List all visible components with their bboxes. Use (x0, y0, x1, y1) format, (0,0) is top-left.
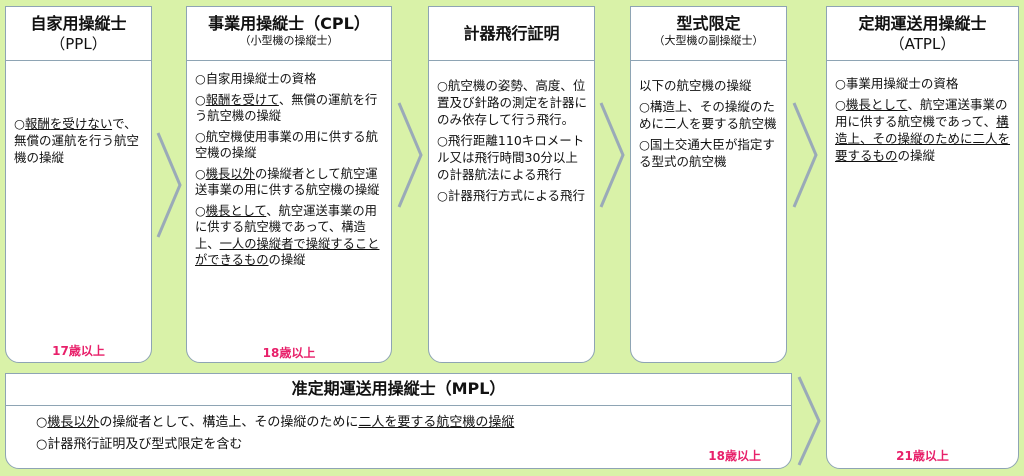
ppl-subtitle: （PPL） (50, 35, 107, 53)
item-underlined-text: 機長以外 (205, 166, 255, 181)
item-underlined-text: 報酬を受けない (24, 116, 113, 131)
ppl-header: 自家用操縦士 （PPL） (6, 7, 151, 61)
cpl-body: ○自家用操縦士の資格○報酬を受けて、無償の運航を行う航空機の操縦○航空機使用事業… (187, 71, 391, 273)
item-text: ○ (835, 97, 846, 112)
cpl-card: 事業用操縦士（CPL） （小型機の操縦士） ○自家用操縦士の資格○報酬を受けて、… (186, 6, 392, 363)
item-text: の操縦者として、構造上、その操縦のために (99, 415, 359, 430)
atpl-title: 定期運送用操縦士 (858, 14, 987, 33)
arrow-type-to-atpl (791, 100, 819, 210)
item-text: ○構造上、その操縦のために二人を要する航空機 (639, 99, 777, 131)
list-item: ○報酬を受けて、無償の運航を行う航空機の操縦 (195, 92, 385, 125)
mpl-age: 18歳以上 (708, 449, 761, 463)
arrow-mpl-to-atpl (796, 374, 822, 468)
item-text: ○ (195, 92, 206, 107)
item-text: ○航空機の姿勢、高度、位置及び針路の測定を計器にのみ依存して行う飛行。 (437, 78, 588, 127)
list-item: ○機長として、航空運送事業の用に供する航空機であって、構造上、一人の操縦者で操縦… (195, 203, 385, 269)
list-item: ○機長以外の操縦者として航空運送事業の用に供する航空機の操縦 (195, 166, 385, 199)
list-item: ○構造上、その操縦のために二人を要する航空機 (639, 98, 780, 132)
atpl-header: 定期運送用操縦士 （ATPL） (827, 7, 1018, 61)
item-text: ○飛行距離110キロメートル又は飛行時間30分以上の計器航法による飛行 (437, 133, 585, 182)
item-text: 、航空運送事業の用に供する航空機であって、構造上、 (195, 203, 377, 251)
item-underlined-text: 構造上、その操縦のために二人を要するもの (835, 114, 1011, 163)
list-item: ○報酬を受けないで、無償の運航を行う航空機の操縦 (14, 115, 145, 166)
item-text: ○ (195, 166, 206, 181)
item-underlined-text: 機長として (845, 97, 908, 112)
type-rating-title: 型式限定 (676, 14, 741, 33)
list-item: ○航空機使用事業の用に供する航空機の操縦 (195, 129, 385, 162)
cpl-title: 事業用操縦士（CPL） (208, 14, 370, 33)
type-rating-header: 型式限定 （大型機の副操縦士） (631, 7, 786, 61)
item-text: ○ (36, 415, 48, 430)
item-text: ○ (195, 203, 206, 218)
instrument-card: 計器飛行証明 ○航空機の姿勢、高度、位置及び針路の測定を計器にのみ依存して行う飛… (428, 6, 595, 363)
mpl-title: 准定期運送用操縦士（MPL） (291, 379, 506, 398)
atpl-body: ○事業用操縦士の資格 ○機長として、航空運送事業の用に供する航空機であって、構造上… (827, 75, 1018, 168)
item-text: ○自家用操縦士の資格 (195, 72, 317, 86)
instrument-title: 計器飛行証明 (463, 24, 560, 43)
item-underlined-text: 機長以外 (47, 415, 100, 430)
list-item: ○事業用操縦士の資格 (835, 75, 1012, 92)
cpl-subtitle: （小型機の操縦士） (239, 34, 339, 47)
item-text: の操縦 (268, 253, 306, 267)
atpl-subtitle: （ATPL） (889, 35, 956, 53)
item-underlined-text: 二人を要する航空機の操縦 (358, 415, 515, 430)
ppl-age: 17歳以上 (52, 344, 105, 358)
item-text: ○事業用操縦士の資格 (835, 76, 959, 91)
mpl-card: 准定期運送用操縦士（MPL） ○機長以外の操縦者として、構造上、その操縦のために… (5, 373, 792, 469)
ppl-card: 自家用操縦士 （PPL） ○報酬を受けないで、無償の運航を行う航空機の操縦 17… (5, 6, 152, 363)
item-text: の操縦 (897, 148, 936, 163)
item-underlined-text: 一人の操縦者で操縦することができるもの (195, 236, 380, 268)
item-text: ○国土交通大臣が指定する型式の航空機 (639, 137, 775, 169)
item-underlined-text: 報酬を受けて (205, 92, 279, 107)
list-item: ○国土交通大臣が指定する型式の航空機 (639, 136, 780, 170)
type-rating-body: 以下の航空機の操縦 ○構造上、その操縦のために二人を要する航空機 ○国土交通大臣が指… (631, 77, 786, 174)
item-text: の操縦者として航空運送事業の用に供する航空機の操縦 (195, 166, 380, 198)
type-rating-subtitle: （大型機の副操縦士） (653, 34, 764, 47)
type-rating-card: 型式限定 （大型機の副操縦士） 以下の航空機の操縦 ○構造上、その操縦のために二人… (630, 6, 787, 363)
list-item: 以下の航空機の操縦 (639, 77, 780, 94)
arrow-instrument-to-type (598, 100, 626, 210)
mpl-body: ○機長以外の操縦者として、構造上、その操縦のために二人を要する航空機の操縦 ○計器… (6, 414, 791, 458)
item-underlined-text: 機長として (205, 203, 267, 218)
list-item: ○航空機の姿勢、高度、位置及び針路の測定を計器にのみ依存して行う飛行。 (437, 77, 588, 128)
item-text: ○計器飛行証明及び型式限定を含む (36, 437, 243, 452)
atpl-age: 21歳以上 (896, 449, 949, 463)
atpl-card: 定期運送用操縦士 （ATPL） ○事業用操縦士の資格 ○機長として、航空運送事業の… (826, 6, 1019, 469)
mpl-header: 准定期運送用操縦士（MPL） (6, 374, 791, 406)
arrow-ppl-to-cpl (155, 130, 183, 240)
item-text: 以下の航空機の操縦 (639, 78, 752, 93)
list-item: ○自家用操縦士の資格 (195, 71, 385, 88)
item-text: ○航空機使用事業の用に供する航空機の操縦 (195, 129, 378, 161)
cpl-age: 18歳以上 (262, 346, 316, 360)
ppl-body: ○報酬を受けないで、無償の運航を行う航空機の操縦 (6, 115, 151, 170)
list-item: ○計器飛行証明及び型式限定を含む (36, 436, 785, 454)
list-item: ○機長として、航空運送事業の用に供する航空機であって、構造上、その操縦のために二… (835, 96, 1012, 164)
item-text: で、無償の運航を行う航空機の操縦 (14, 116, 140, 165)
item-text: 、航空運送事業の用に供する航空機であって、 (835, 97, 1008, 129)
ppl-title: 自家用操縦士 (30, 14, 127, 33)
cpl-header: 事業用操縦士（CPL） （小型機の操縦士） (187, 7, 391, 61)
list-item: ○機長以外の操縦者として、構造上、その操縦のために二人を要する航空機の操縦 (36, 414, 785, 432)
item-text: ○ (14, 116, 25, 131)
arrow-cpl-to-instrument (396, 100, 424, 210)
instrument-body: ○航空機の姿勢、高度、位置及び針路の測定を計器にのみ依存して行う飛行。 ○飛行距離… (429, 77, 594, 208)
item-text: 、無償の運航を行う航空機の操縦 (195, 92, 378, 124)
list-item: ○計器飛行方式による飛行 (437, 187, 588, 204)
instrument-header: 計器飛行証明 (429, 7, 594, 61)
item-text: ○計器飛行方式による飛行 (437, 188, 586, 203)
list-item: ○飛行距離110キロメートル又は飛行時間30分以上の計器航法による飛行 (437, 132, 588, 183)
